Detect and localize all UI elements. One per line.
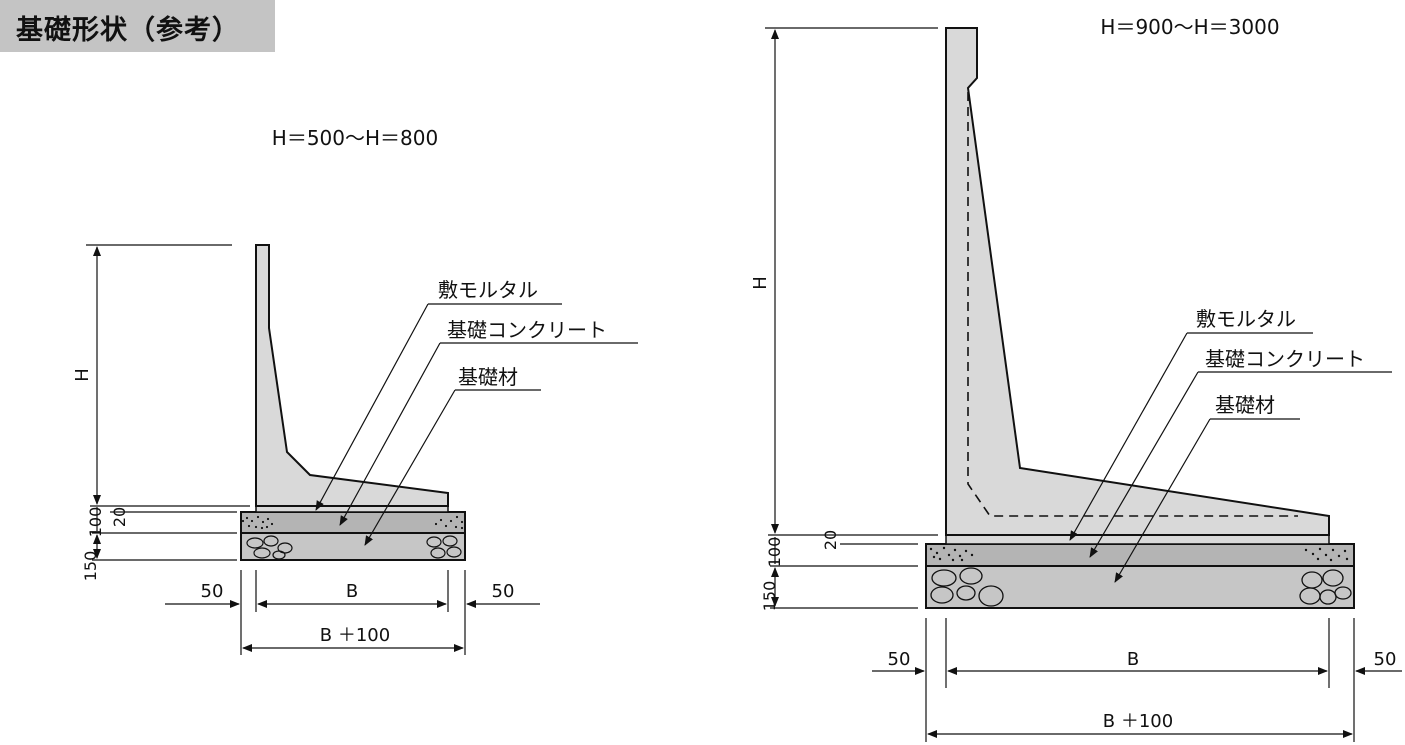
left-dim-b100: B ＋100 [320,625,390,646]
left-callout-concrete: 基礎コンクリート [447,318,607,342]
right-callout-mortar: 敷モルタル [1196,307,1296,331]
left-height-dimension [86,244,232,505]
left-dim-50-right: 50 [492,581,515,602]
right-heading: H＝900〜H＝3000 [1100,15,1279,39]
right-width-dimensions [872,618,1402,742]
left-callout-base: 基礎材 [458,365,518,389]
right-layer-dimensions [768,534,938,609]
left-foundation-base [240,532,466,561]
left-dim-20: 20 [110,507,129,527]
left-diagram: H＝500〜H＝800 [72,126,638,655]
right-dim-50-left: 50 [888,649,911,670]
right-rebar-line [967,92,1298,517]
left-dim-50-left: 50 [201,581,224,602]
title-bar: 基礎形状（参考） [0,0,275,52]
right-retaining-wall [945,27,1330,536]
left-dim-b: B [346,581,358,602]
left-heading: H＝500〜H＝800 [272,126,438,150]
right-label-h: H [750,276,771,290]
right-foundation-concrete [925,543,1355,567]
left-layer-dimensions [90,505,250,561]
right-diagram: H＝900〜H＝3000 [750,15,1402,742]
left-callout-mortar: 敷モルタル [438,278,538,302]
right-callout-concrete: 基礎コンクリート [1205,347,1365,371]
right-dim-b100: B ＋100 [1103,711,1173,732]
right-height-dimension [765,27,938,534]
page-title: 基礎形状（参考） [16,15,240,46]
right-dim-20: 20 [821,530,840,550]
right-dim-b: B [1127,649,1139,670]
left-label-h: H [72,368,93,382]
left-dim-100: 100 [86,507,105,538]
right-callout-lines [1069,332,1392,583]
left-foundation-concrete [240,511,466,534]
left-retaining-wall [255,244,449,507]
right-foundation-base [925,565,1355,609]
right-dim-150: 150 [760,581,779,612]
right-dim-50-right: 50 [1374,649,1397,670]
right-dim-100: 100 [765,537,784,568]
left-width-dimensions [165,570,540,655]
left-callout-lines [315,303,638,546]
right-callout-base: 基礎材 [1215,393,1275,417]
left-dim-150: 150 [81,551,100,582]
